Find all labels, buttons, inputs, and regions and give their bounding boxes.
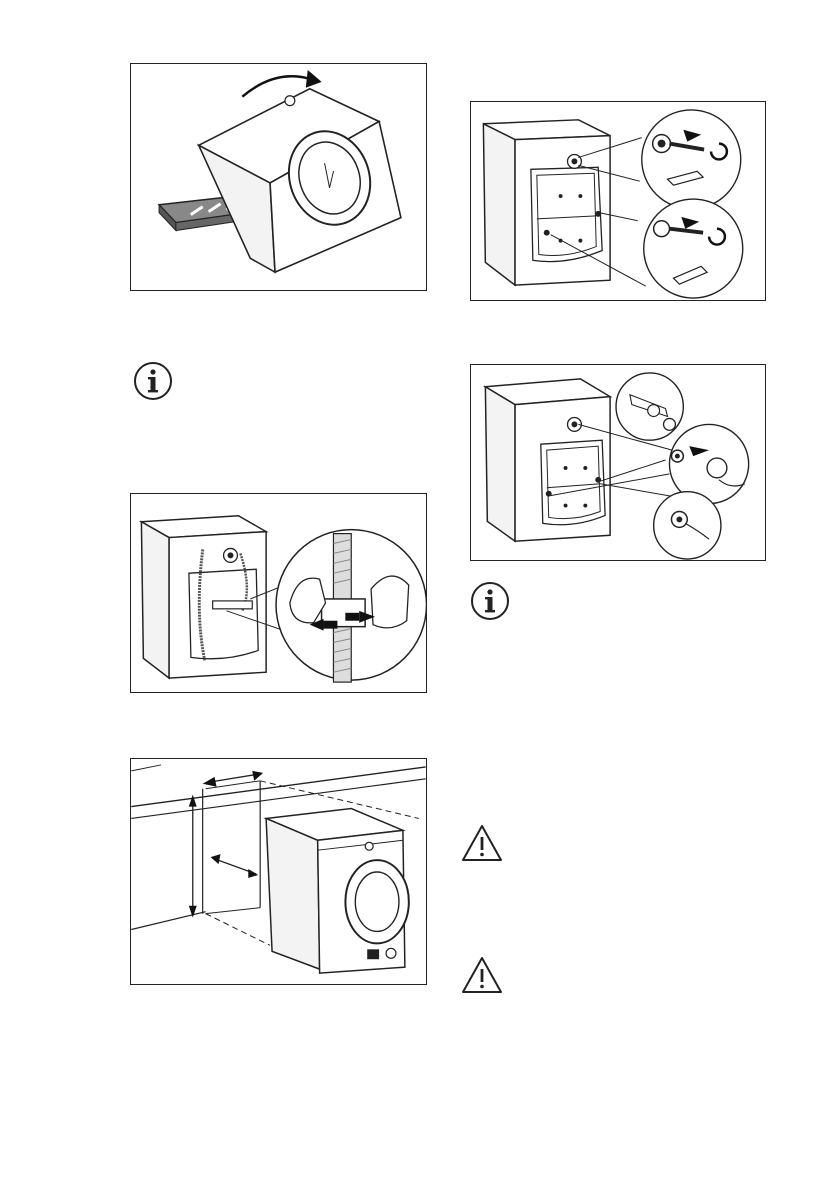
information-icon: [470, 581, 510, 621]
figure-release-hose-clamp: [130, 493, 427, 693]
information-icon: [133, 361, 173, 401]
tilt-machine-illustration: [131, 64, 426, 290]
figure-install-under-counter: [130, 758, 427, 985]
warning-triangle-icon: [461, 824, 503, 862]
transit-bolt-removal-illustration: [471, 102, 765, 300]
under-counter-installation-illustration: [131, 759, 426, 984]
warning-triangle-icon: [461, 956, 503, 994]
figure-tilt-machine: [130, 63, 427, 291]
plastic-cap-insertion-illustration: [471, 365, 765, 560]
hose-clamp-illustration: [131, 494, 426, 692]
figure-insert-caps: [470, 364, 766, 561]
figure-remove-transit-bolts: [470, 101, 766, 301]
cropped-text-fragment: [0, 1184, 840, 1192]
